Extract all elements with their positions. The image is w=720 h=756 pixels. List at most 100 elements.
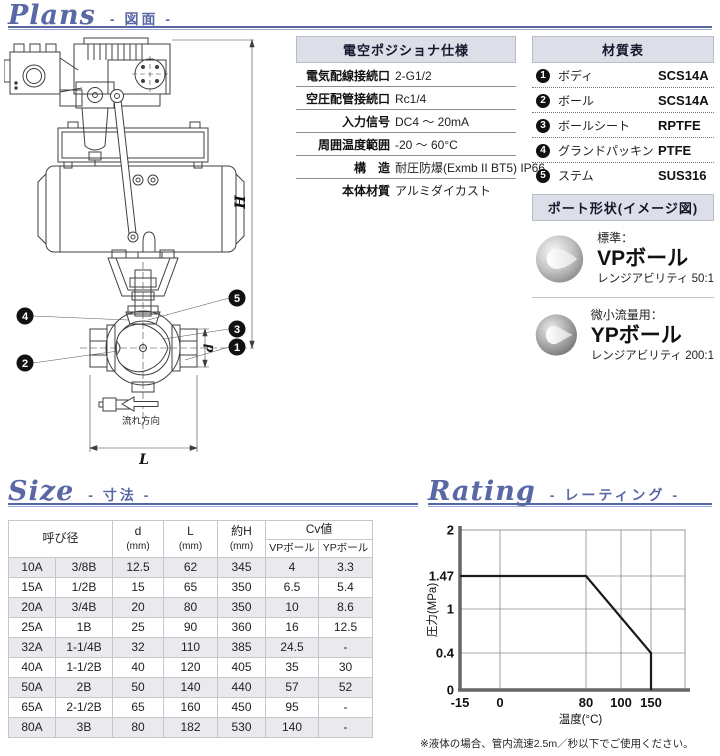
material-part-label: ステム <box>558 169 594 183</box>
y-tick-label: 0 <box>447 683 454 698</box>
size-cell: 3/4B <box>54 596 114 618</box>
col-header-d-label: d <box>134 524 142 539</box>
port-divider <box>532 296 714 298</box>
size-cell: 40A <box>8 656 56 678</box>
size-cell: 30 <box>318 656 374 678</box>
rating-header: Rating - レーティング - <box>428 478 680 505</box>
size-cell: 3/8B <box>54 556 114 578</box>
material-number-badge: 3 <box>536 118 550 133</box>
size-title: Size <box>8 476 75 507</box>
material-value: RPTFE <box>658 118 701 133</box>
material-value: SCS14A <box>658 68 709 83</box>
size-cell: 182 <box>163 716 219 738</box>
yp-name: YPボール <box>590 323 682 347</box>
material-number-badge: 5 <box>536 168 550 183</box>
dimension-H <box>172 38 255 350</box>
callout-2-num: 2 <box>22 358 28 370</box>
col-header-h-unit: (mm) <box>229 540 254 552</box>
size-cell: 350 <box>217 596 267 618</box>
material-row: 3 ボールシート RPTFE <box>532 113 714 138</box>
size-cell: 160 <box>163 696 219 718</box>
flow-direction-label: 流れ方向 <box>122 415 160 427</box>
callout-1-num: 1 <box>234 342 240 354</box>
rating-curve <box>460 574 653 690</box>
callout-leaders <box>32 297 230 364</box>
vp-type-label: 標準： <box>597 231 634 245</box>
size-cell: 80A <box>8 716 56 738</box>
side-flange <box>132 56 168 92</box>
spec-label: 構 造 <box>353 161 390 175</box>
callout-3-num: 3 <box>234 324 240 336</box>
y-tick-label: 0.4 <box>436 646 455 661</box>
size-cell: 20A <box>8 596 56 618</box>
size-cell: 350 <box>217 576 267 598</box>
size-cell: 65 <box>163 576 219 598</box>
dimension-L <box>89 375 198 452</box>
size-cell: 3B <box>54 716 114 738</box>
spec-row: 本体材質アルミダイカスト <box>296 179 516 201</box>
size-cell: 25A <box>8 616 56 638</box>
size-cell: 440 <box>217 676 267 698</box>
plans-rule <box>8 26 712 30</box>
size-cell: 50 <box>112 676 165 698</box>
size-table-head: 呼び径 d (mm) L (mm) 約H (mm) Cv値 VPボール YPボ <box>7 520 374 558</box>
actuator-body <box>37 165 245 259</box>
size-cell: 12.5 <box>318 616 374 638</box>
material-number-badge: 1 <box>536 68 550 83</box>
material-part-label: ボディ <box>558 69 594 83</box>
rating-title: Rating <box>428 476 536 507</box>
dim-label-d: d <box>202 343 216 352</box>
x-tick-label: 80 <box>579 695 593 710</box>
size-cell: 345 <box>217 556 267 578</box>
col-header-nominal-label: 呼び径 <box>42 531 79 546</box>
size-cell: 50A <box>8 676 56 698</box>
size-cell: 1/2B <box>54 576 114 598</box>
plans-header: Plans - 図面 - <box>8 2 173 29</box>
size-cell: 530 <box>217 716 267 738</box>
size-cell: 3.3 <box>318 556 374 578</box>
material-part-label: ボール <box>558 94 595 108</box>
size-cell: 1-1/2B <box>54 656 114 678</box>
size-cell: 2-1/2B <box>54 696 114 718</box>
size-cell: 62 <box>163 556 219 578</box>
x-axis-label: 温度(°C) <box>559 712 603 726</box>
size-cell: 24.5 <box>265 636 320 658</box>
size-cell: 405 <box>217 656 267 678</box>
callout-3: 3 <box>228 320 246 338</box>
x-tick-label: -15 <box>451 695 470 710</box>
y-tick-label: 1 <box>447 602 454 617</box>
material-part-label: ボールシート <box>558 119 631 133</box>
yp-ball-text: 微小流量用： YPボール レンジアビリティ 200:1 <box>591 308 714 364</box>
size-cell: 10A <box>8 556 56 578</box>
vp-ball-image <box>535 235 584 283</box>
yoke <box>107 249 179 297</box>
size-cell: 95 <box>265 696 320 718</box>
spec-row: 構 造耐圧防爆(Exmb II BT5) IP66 <box>296 156 545 179</box>
spec-value: -20 ～ 60°C <box>395 138 458 152</box>
size-cell: 110 <box>163 636 219 658</box>
vp-port-cutout <box>546 248 578 269</box>
spec-label: 周囲温度範囲 <box>317 138 390 152</box>
materials-title: 材質表 <box>532 36 714 63</box>
x-tick-label: 150 <box>640 695 662 710</box>
size-cell: 80 <box>112 716 165 738</box>
size-cell: - <box>318 716 374 738</box>
size-cell: - <box>318 696 374 718</box>
size-cell: 360 <box>217 616 267 638</box>
callout-4: 4 <box>16 307 34 325</box>
size-cell: 40 <box>112 656 165 678</box>
material-value: PTFE <box>658 143 692 158</box>
spec-value: 2-G1/2 <box>395 69 432 83</box>
spec-value: 耐圧防爆(Exmb II BT5) IP66 <box>395 161 546 175</box>
